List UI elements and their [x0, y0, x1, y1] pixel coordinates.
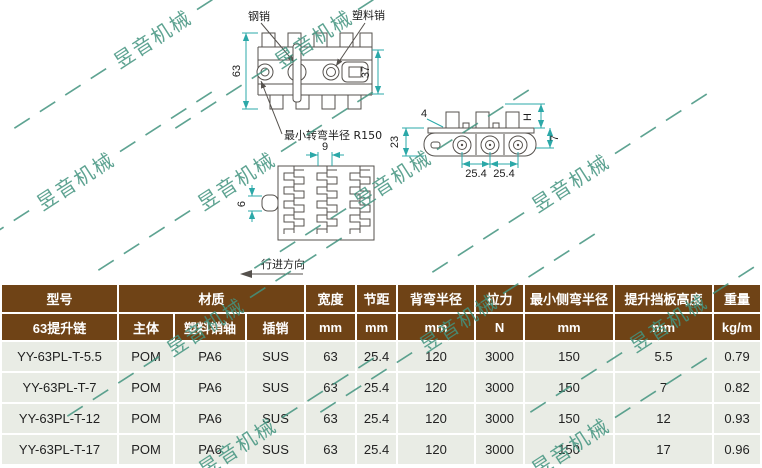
spec-cell: SUS [247, 342, 305, 371]
travel-direction-label: 行进方向 [261, 257, 305, 271]
steel-pin-shape [292, 43, 302, 103]
plan-view: 63 37 钢销 塑料销 最小转弯半径 R150 [231, 8, 385, 142]
spec-cell: 0.82 [714, 373, 761, 402]
steel-pin-label: 钢销 [248, 9, 270, 23]
model-cell: YY-63PL-T-7 [2, 373, 117, 402]
dim-tooth-gap: 9 [322, 141, 328, 153]
series-name: 63提升链 [2, 314, 117, 340]
spec-cell: 150 [525, 342, 614, 371]
spec-cell: 25.4 [357, 342, 397, 371]
spec-cell: 3000 [476, 435, 524, 464]
side-view: 4 23 H 7 25.4 25.4 [389, 103, 561, 180]
spec-cell: SUS [247, 404, 305, 433]
spec-cell: POM [119, 342, 173, 371]
model-cell: YY-63PL-T-5.5 [2, 342, 117, 371]
sub-col-plastic-pin: 塑料销轴 [175, 314, 245, 340]
min-turn-radius-label: 最小转弯半径 R150 [284, 128, 382, 142]
spec-cell: PA6 [175, 342, 245, 371]
unit-flight: mm [615, 314, 713, 340]
model-cell: YY-63PL-T-12 [2, 404, 117, 433]
sub-col-insert-pin: 插销 [247, 314, 305, 340]
dim-tab-height: 6 [236, 201, 248, 207]
spec-cell: 150 [525, 435, 614, 464]
dim-pitch-a: 25.4 [465, 168, 486, 180]
unit-pitch: mm [357, 314, 397, 340]
dim-plan-inner-width: 37 [360, 66, 372, 78]
bottom-view: 9 6 [236, 141, 375, 241]
col-pull-force: 拉力 [476, 285, 524, 312]
unit-sidebend: mm [525, 314, 614, 340]
spec-cell: POM [119, 404, 173, 433]
unit-width: mm [306, 314, 356, 340]
travel-direction-arrow [240, 270, 252, 278]
spec-cell: PA6 [175, 404, 245, 433]
col-weight: 重量 [714, 285, 761, 312]
spec-cell: 25.4 [357, 373, 397, 402]
spec-cell: 0.93 [714, 404, 761, 433]
dim-pitch-b: 25.4 [493, 168, 514, 180]
spec-cell: 0.79 [714, 342, 761, 371]
spec-cell: 3000 [476, 404, 524, 433]
spec-cell: 0.96 [714, 435, 761, 464]
technical-drawing: 63 37 钢销 塑料销 最小转弯半径 R150 4 [231, 8, 561, 278]
spec-cell: 120 [398, 435, 475, 464]
spec-cell: 120 [398, 373, 475, 402]
spec-cell: 25.4 [357, 404, 397, 433]
dim-side-top: 4 [421, 108, 427, 120]
spec-cell: SUS [247, 435, 305, 464]
unit-weight: kg/m [714, 314, 761, 340]
spec-cell: 3000 [476, 342, 524, 371]
col-material: 材质 [119, 285, 305, 312]
col-min-sidebend-radius: 最小侧弯半径 [525, 285, 614, 312]
unit-backbend: mm [398, 314, 475, 340]
spec-cell: 63 [306, 373, 356, 402]
spec-cell: POM [119, 435, 173, 464]
plastic-pin-label: 塑料销 [352, 8, 385, 22]
spec-cell: 17 [615, 435, 713, 464]
dim-side-height: 23 [389, 136, 401, 148]
sub-col-body: 主体 [119, 314, 173, 340]
spec-cell: PA6 [175, 435, 245, 464]
col-pitch: 节距 [357, 285, 397, 312]
spec-cell: 63 [306, 404, 356, 433]
spec-cell: 63 [306, 342, 356, 371]
spec-cell: 150 [525, 404, 614, 433]
spec-cell: 150 [525, 373, 614, 402]
dim-plan-width: 63 [231, 65, 243, 77]
header-row-1: 型号 材质 宽度 节距 背弯半径 拉力 最小侧弯半径 提升挡板高度 重量 [2, 285, 761, 312]
dim-side-h: H [522, 113, 534, 121]
col-backbend-radius: 背弯半径 [398, 285, 475, 312]
header-row-2: 63提升链 主体 塑料销轴 插销 mm mm mm N mm mm kg/m [2, 314, 761, 340]
col-flight-height: 提升挡板高度 [615, 285, 713, 312]
col-width: 宽度 [306, 285, 356, 312]
spec-cell: 63 [306, 435, 356, 464]
spec-cell: 12 [615, 404, 713, 433]
travel-direction: 行进方向 [240, 257, 305, 278]
spec-cell: 7 [615, 373, 713, 402]
spec-cell: 120 [398, 404, 475, 433]
spec-cell: POM [119, 373, 173, 402]
spec-cell: PA6 [175, 373, 245, 402]
spec-cell: 3000 [476, 373, 524, 402]
col-model: 型号 [2, 285, 117, 312]
spec-cell: 5.5 [615, 342, 713, 371]
spec-cell: 120 [398, 342, 475, 371]
unit-pull: N [476, 314, 524, 340]
spec-cell: 25.4 [357, 435, 397, 464]
spec-table: 型号 材质 宽度 节距 背弯半径 拉力 最小侧弯半径 提升挡板高度 重量 63提… [0, 283, 762, 466]
dim-side-plate: 7 [549, 135, 561, 141]
spec-cell: SUS [247, 373, 305, 402]
model-cell: YY-63PL-T-17 [2, 435, 117, 464]
